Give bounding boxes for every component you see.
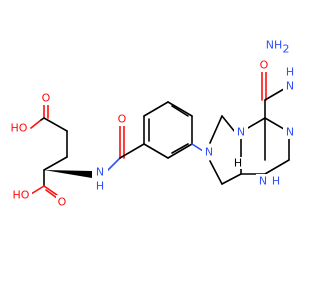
o-top-label: O: [42, 92, 51, 105]
molecule-structure: HO O HO O N H O N O N H NH 2: [8, 38, 297, 209]
bond-ch2-stereo: [221, 173, 242, 185]
bond-cooh-ho: [30, 185, 45, 195]
bond-ar-n: [191, 143, 204, 152]
bond-lines: [30, 69, 290, 199]
bond-ar-inner-2: [171, 105, 189, 117]
nh-amide-h-label: H: [96, 180, 104, 193]
bond-nlow-c: [264, 159, 290, 175]
bond-cooh-o-b: [45, 189, 58, 199]
o-ring-label: O: [260, 59, 269, 72]
bond-co-aryl: [119, 143, 145, 159]
bond-ch2-n-mid: [221, 115, 236, 133]
atom-labels: HO O HO O N H O N O N H NH 2: [8, 38, 297, 209]
bond-n-ch2-bottom: [209, 160, 223, 185]
nh-ring-bottom-label: N: [259, 175, 267, 188]
bond-c-ch2a: [43, 117, 68, 132]
n-pyrrolidine-label: N: [205, 146, 213, 159]
bond-ar-inner-3: [171, 143, 189, 154]
bond-nh-co: [107, 157, 121, 171]
bond-n-ch2-top: [209, 115, 223, 144]
nh-ring-top-h-label: H: [286, 66, 294, 79]
nh2-label: NH: [266, 39, 283, 52]
bond-ar-5: [167, 143, 193, 159]
bond-ho-c: [30, 119, 42, 129]
bond-ar-2: [143, 101, 169, 117]
nh-ring-bottom-h-label: H: [272, 175, 280, 188]
n-ring-mid-label: N: [286, 126, 294, 139]
ho-bottom-label: HO: [13, 189, 30, 202]
nh-amide-label: N: [96, 166, 104, 179]
bond-ar-3: [167, 101, 193, 117]
o-bottom-label: O: [58, 196, 67, 209]
nh2-subscript: 2: [283, 43, 290, 56]
bond-ch2b-ca: [43, 156, 68, 171]
nh-ring-top-label: N: [286, 80, 294, 93]
ho-top-label: HO: [11, 122, 28, 135]
bond-cooh-o-a: [43, 185, 58, 196]
stereo-h-label: H: [234, 157, 242, 170]
n-ring-lower-label: N: [237, 126, 245, 139]
bond-ar-6: [143, 143, 169, 159]
o-amide-label: O: [118, 113, 127, 126]
stereo-wedge: [44, 170, 92, 178]
